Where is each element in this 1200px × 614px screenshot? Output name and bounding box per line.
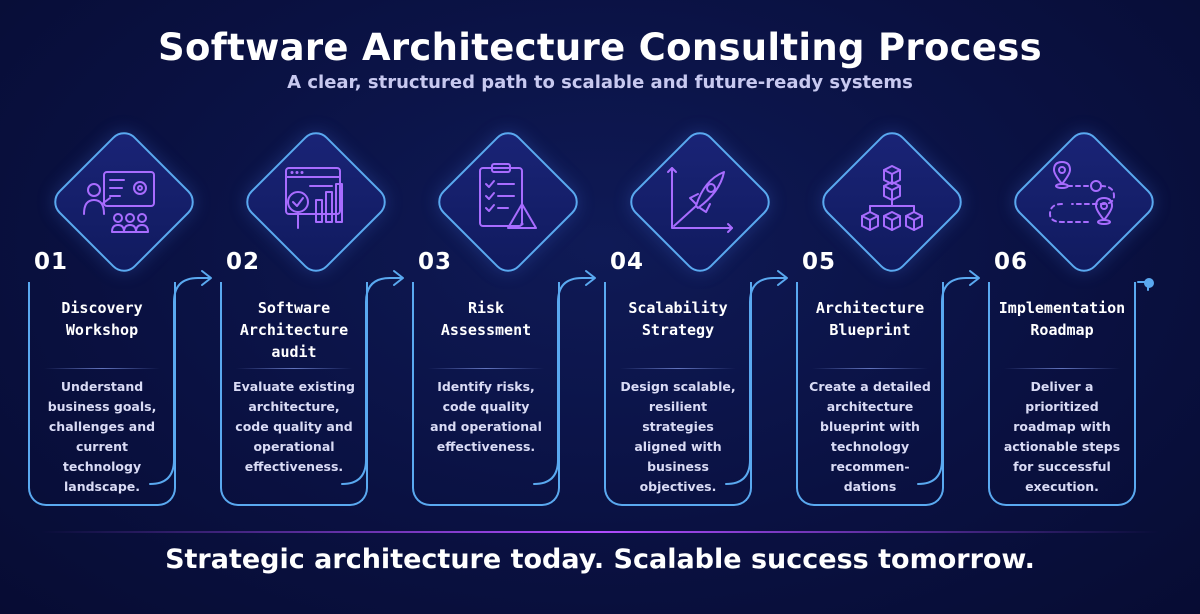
step-description: Identify risks, code quality and operati… bbox=[430, 379, 542, 454]
arrowhead-4 bbox=[585, 270, 596, 286]
step-1: 01 Discovery Workshop Understand busines… bbox=[26, 0, 201, 614]
card-divider bbox=[236, 368, 352, 369]
step-number: 04 bbox=[610, 249, 645, 275]
footer-divider bbox=[40, 531, 1160, 533]
end-dot bbox=[1144, 278, 1154, 288]
step-title: Scalability Strategy bbox=[628, 299, 728, 339]
card-divider bbox=[44, 368, 160, 369]
step-card bbox=[796, 282, 944, 506]
arrowhead-2 bbox=[201, 270, 212, 286]
step-number: 01 bbox=[34, 249, 69, 275]
step-5: 05 Architecture Blueprint Create a detai… bbox=[794, 0, 969, 614]
arrowhead-6 bbox=[969, 270, 980, 286]
audit-analytics-icon bbox=[285, 167, 343, 229]
cubes-structure-icon bbox=[861, 165, 923, 231]
step-card bbox=[28, 282, 176, 506]
step-title: Risk Assessment bbox=[440, 299, 532, 339]
rocket-growth-icon bbox=[667, 167, 733, 233]
step-description: Deliver a prioritized roadmap with actio… bbox=[1003, 379, 1121, 494]
checklist-warning-icon bbox=[479, 163, 537, 229]
step-card bbox=[412, 282, 560, 506]
step-6: 06 Implementation Roadmap Deliver a prio… bbox=[986, 0, 1161, 614]
arrowhead-5 bbox=[777, 270, 788, 286]
step-description: Evaluate existing architecture, code qua… bbox=[233, 379, 355, 474]
step-card bbox=[604, 282, 752, 506]
step-card bbox=[220, 282, 368, 506]
step-2: 02 Software Architecture audit Evaluate … bbox=[218, 0, 393, 614]
step-number: 03 bbox=[418, 249, 453, 275]
footer-tagline: Strategic architecture today. Scalable s… bbox=[165, 544, 1035, 575]
step-description: Understand business goals, challenges an… bbox=[47, 379, 157, 494]
step-number: 06 bbox=[994, 249, 1029, 275]
step-title: Software Architecture audit bbox=[239, 299, 349, 361]
roadmap-pins-icon bbox=[1049, 161, 1115, 225]
step-title: Implementation Roadmap bbox=[998, 299, 1126, 339]
page-title: Software Architecture Consulting Process bbox=[158, 26, 1042, 69]
step-title: Discovery Workshop bbox=[61, 299, 143, 339]
step-card bbox=[988, 282, 1136, 506]
arrowhead-3 bbox=[393, 270, 404, 286]
presentation-meeting-icon bbox=[83, 171, 155, 233]
step-3: 03 Risk Assessment Identify risks, code … bbox=[410, 0, 585, 614]
card-divider bbox=[812, 368, 928, 369]
step-description: Design scalable, resilient strategies al… bbox=[620, 379, 736, 494]
page-subtitle: A clear, structured path to scalable and… bbox=[287, 72, 913, 93]
step-number: 02 bbox=[226, 249, 261, 275]
step-description: Create a detailed architecture blueprint… bbox=[809, 379, 931, 494]
card-divider bbox=[620, 368, 736, 369]
step-4: 04 Scalability Strategy Design scalable,… bbox=[602, 0, 777, 614]
card-divider bbox=[428, 368, 544, 369]
card-divider bbox=[1004, 368, 1120, 369]
step-number: 05 bbox=[802, 249, 837, 275]
step-title: Architecture Blueprint bbox=[815, 299, 925, 339]
